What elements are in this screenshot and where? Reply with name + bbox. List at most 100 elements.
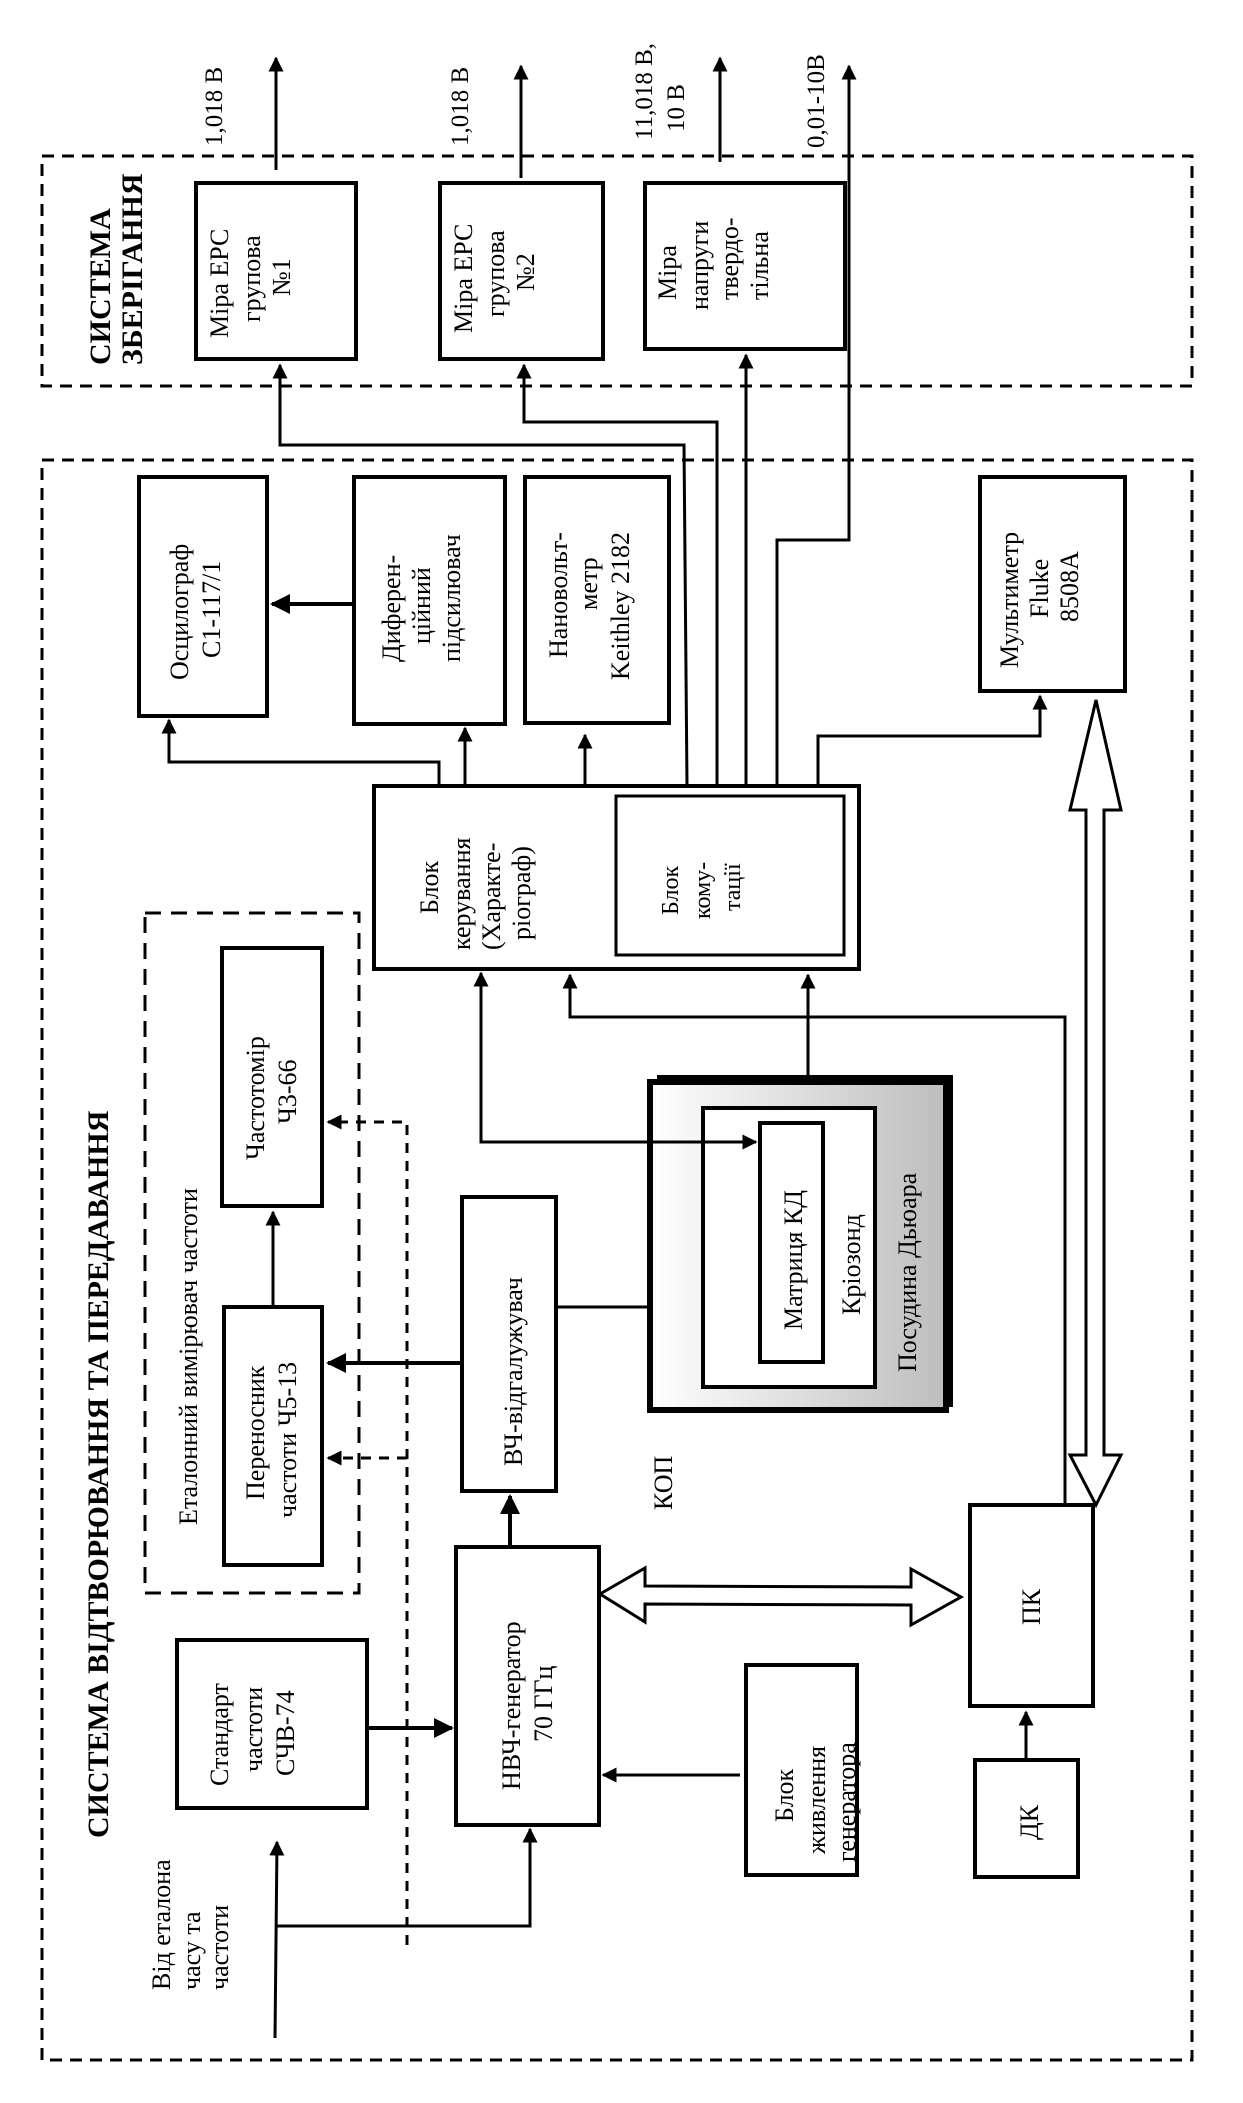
reference-to-counter-dashed-wire (326, 1114, 409, 1945)
svg-text:Міра: Міра (653, 245, 682, 300)
svg-text:Кріозонд: Кріозонд (837, 1214, 866, 1315)
svg-text:групова: групова (237, 235, 266, 322)
svg-text:Блок: Блок (415, 860, 444, 914)
emf2-output-label: 1,018 В (447, 67, 474, 146)
svg-text:ДК: ДК (1015, 1804, 1044, 1840)
generator-power-supply-label: Блок живлення генератора (770, 1742, 861, 1862)
svg-text:ПК: ПК (1017, 1588, 1046, 1625)
svg-text:(Характе-: (Характе- (477, 843, 506, 950)
pc-multimeter-bus-arrow[interactable] (1067, 699, 1124, 1509)
cd-matrix-label: Матриця КД (779, 1190, 808, 1330)
svg-text:1,018 В: 1,018 В (201, 67, 228, 146)
emf-measure-2-label: Міра ЕРС групова №2 (449, 224, 540, 333)
oscilloscope-label: Осцилограф С1-117/1 (165, 544, 226, 680)
emf-measure-1-label: Міра ЕРС групова №1 (205, 229, 296, 338)
svg-text:10 В: 10 В (663, 84, 690, 132)
solid-state-voltage-measure-box (643, 181, 847, 351)
svg-text:часу та: часу та (177, 1911, 206, 1990)
svg-text:Fluke: Fluke (1025, 559, 1054, 618)
frequency-transfer-box (222, 1305, 324, 1567)
svg-text:Міра ЕРС: Міра ЕРС (449, 224, 478, 333)
svg-text:№1: №1 (267, 258, 296, 296)
svg-text:КОП: КОП (649, 1456, 678, 1510)
switch-to-emf1-wire (272, 363, 689, 787)
switching-block-box (614, 794, 846, 957)
svg-text:Диферен-: Диферен- (377, 555, 406, 662)
frequency-counter-label: Частотомір Ч3-66 (241, 1036, 302, 1160)
svg-text:СЧВ-74: СЧВ-74 (271, 1690, 300, 1776)
svg-text:ріограф): ріограф) (507, 846, 536, 940)
svg-text:напруги: напруги (685, 221, 714, 310)
svg-text:Keithley 2182: Keithley 2182 (606, 532, 635, 680)
nanovoltmeter-label: Нановольт- метр Keithley 2182 (544, 532, 635, 680)
cryoprobe-label: Кріозонд (837, 1214, 866, 1315)
svg-text:тільна: тільна (745, 231, 774, 300)
oscilloscope-box (137, 475, 269, 718)
svg-text:твердо-: твердо- (715, 217, 744, 300)
gpib-bus-label: КОП (649, 1456, 678, 1510)
svg-text:1,018 В: 1,018 В (447, 67, 474, 146)
hf-splitter-box (460, 1195, 558, 1493)
cd-matrix-box (758, 1121, 825, 1364)
solid-state-measure-label: Міра напруги твердо- тільна (653, 217, 774, 310)
svg-text:70 ГГц: 70 ГГц (529, 1665, 558, 1742)
svg-text:ВЧ-відгалужувач: ВЧ-відгалужувач (499, 1277, 528, 1466)
generator-power-supply-box (744, 1663, 859, 1877)
svg-text:частоти: частоти (239, 1687, 268, 1772)
pc-label: ПК (1017, 1588, 1046, 1625)
svg-text:частоти: частоти (205, 1905, 234, 1990)
svg-text:Міра ЕРС: Міра ЕРС (205, 229, 234, 338)
reference-input-up-arrow (269, 1840, 285, 2039)
solid-output-label: 11,018 В, 10 В (631, 43, 690, 140)
generator-label: НВЧ-генератор 70 ГГц (497, 1621, 558, 1790)
switch-to-emf2-wire (516, 363, 719, 786)
multimeter-box (978, 475, 1127, 693)
svg-text:Від еталона: Від еталона (147, 1859, 176, 1990)
svg-text:8508A: 8508A (1055, 551, 1084, 622)
svg-text:ційний: ційний (407, 567, 436, 644)
generator-box (454, 1545, 601, 1827)
svg-text:Частотомір: Частотомір (241, 1036, 270, 1160)
control-to-oscilloscope-wire (161, 718, 441, 786)
svg-text:0,01-10В: 0,01-10В (803, 54, 830, 148)
frequency-standard-label: Стандарт частоти СЧВ-74 (205, 1683, 300, 1786)
svg-text:Переносник: Переносник (241, 1365, 270, 1500)
reference-frequency-group-frame (143, 911, 361, 1595)
svg-text:Осцилограф: Осцилограф (165, 544, 194, 680)
svg-text:Ч3-66: Ч3-66 (273, 1059, 302, 1124)
svg-text:11,018 В,: 11,018 В, (631, 43, 658, 140)
svg-text:Нановольт-: Нановольт- (544, 532, 573, 658)
svg-text:Еталонний вимірювач частоти: Еталонний вимірювач частоти (174, 1188, 203, 1525)
pc-box (968, 1503, 1095, 1708)
emf-measure-1-box (194, 181, 358, 361)
storage-title-line1: СИСТЕМА (84, 208, 117, 365)
emf1-output-label: 1,018 В (201, 67, 228, 146)
control-to-matrix-wire (473, 971, 758, 1150)
svg-text:Посудина Дьюара: Посудина Дьюара (893, 1172, 922, 1372)
hf-splitter-label: ВЧ-відгалужувач (499, 1277, 528, 1466)
differential-amplifier-box (352, 475, 507, 726)
reproduction-system-frame (40, 458, 1194, 2062)
nanovoltmeter-box (523, 475, 671, 725)
gpib-bus-arrow[interactable] (597, 1565, 965, 1628)
svg-text:метр: метр (574, 557, 603, 610)
control-to-multimeter-wire (816, 694, 1048, 786)
dk-label: ДК (1015, 1804, 1044, 1840)
svg-text:Блок: Блок (658, 866, 684, 915)
adjustable-output-label: 0,01-10В (803, 54, 830, 148)
frequency-standard-box (175, 1638, 369, 1810)
svg-text:Стандарт: Стандарт (205, 1683, 234, 1786)
multimeter-label: Мультиметр Fluke 8508A (995, 532, 1084, 668)
emf-measure-2-box (438, 181, 605, 361)
svg-text:генератора: генератора (832, 1742, 861, 1862)
switching-block-label: Блок кому- тації (658, 862, 746, 919)
reference-frequency-group-label: Еталонний вимірювач частоти (174, 1188, 203, 1525)
svg-text:частоти Ч5-13: частоти Ч5-13 (273, 1362, 302, 1518)
svg-text:керування: керування (447, 838, 476, 950)
svg-text:кому-: кому- (690, 862, 716, 919)
svg-text:СИСТЕМА ВІДТВОРЮВАННЯ ТА ПЕРЕД: СИСТЕМА ВІДТВОРЮВАННЯ ТА ПЕРЕДАВАННЯ (82, 1110, 115, 1838)
svg-text:підсилювач: підсилювач (437, 534, 466, 662)
differential-amplifier-label: Диферен- ційний підсилювач (377, 534, 466, 662)
switch-to-adjustable-output-wire (775, 520, 851, 786)
